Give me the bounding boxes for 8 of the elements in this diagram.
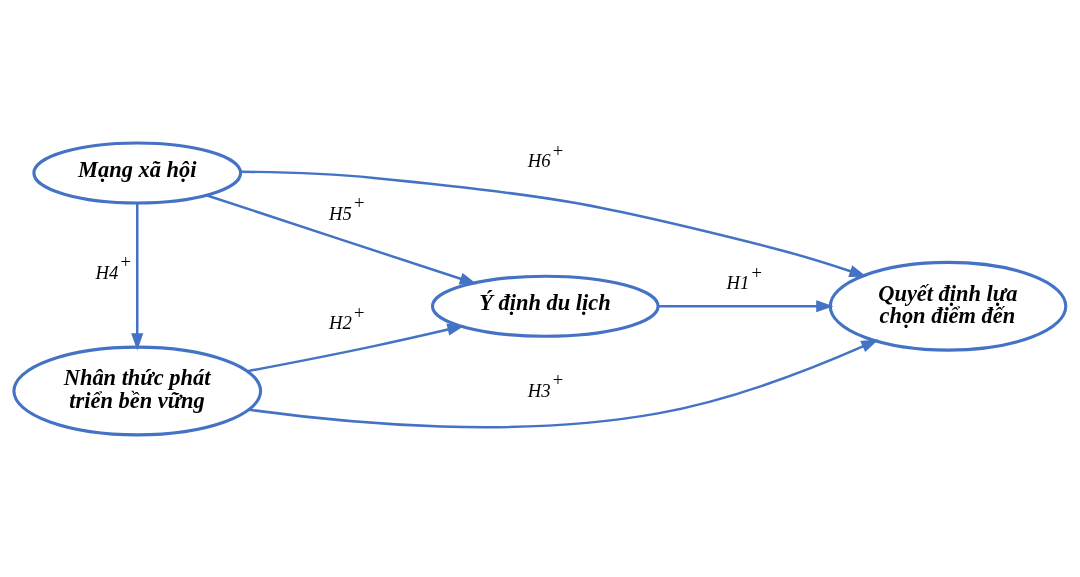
arrow [658,299,834,312]
arrow [240,169,867,277]
node-ellipse: Mạng xã hội [32,140,243,204]
arrow [206,193,478,285]
arrow [247,323,465,372]
arrow [249,338,879,428]
node-ellipse: Nhân thức phát triển bền vững [12,345,263,436]
arrow [131,202,144,351]
